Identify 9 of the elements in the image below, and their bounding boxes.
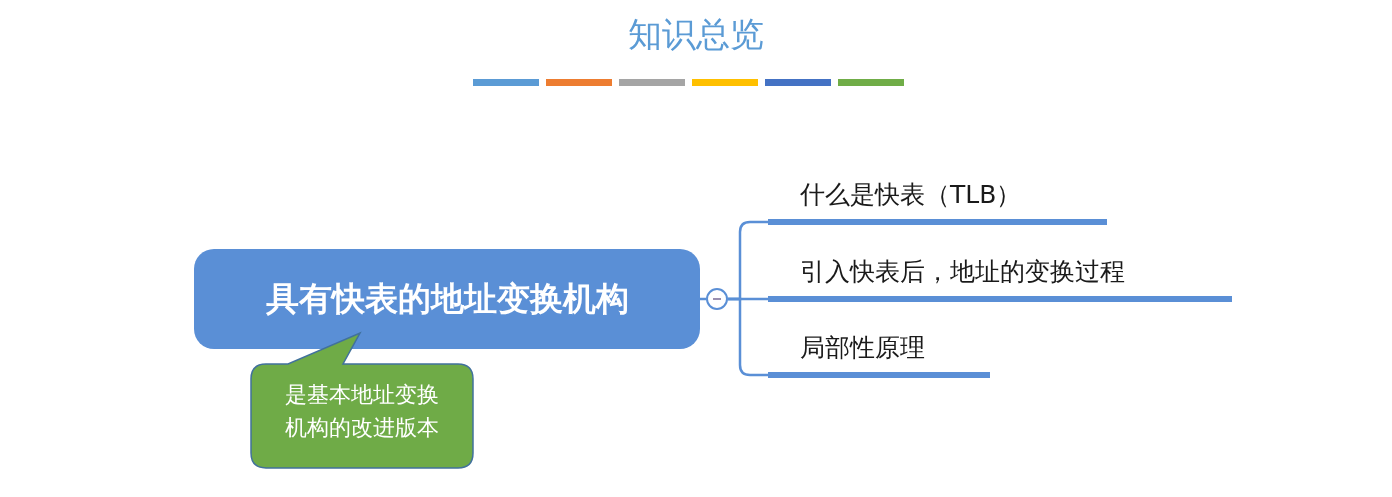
callout-text: 是基本地址变换机构的改进版本 <box>284 381 440 442</box>
subtopic-text: 引入快表后，地址的变换过程 <box>800 257 1125 287</box>
topic-text: 具有快表的地址变换机构 <box>265 277 629 320</box>
collapse-toggle-icon <box>706 288 728 310</box>
subtopic-text: 局部性原理 <box>800 333 925 363</box>
diagram-title: 知识总览 <box>628 14 764 55</box>
central-topic-box <box>194 249 700 349</box>
connector-line <box>728 297 768 377</box>
subtopic-text: 什么是快表（TLB） <box>800 180 1022 210</box>
